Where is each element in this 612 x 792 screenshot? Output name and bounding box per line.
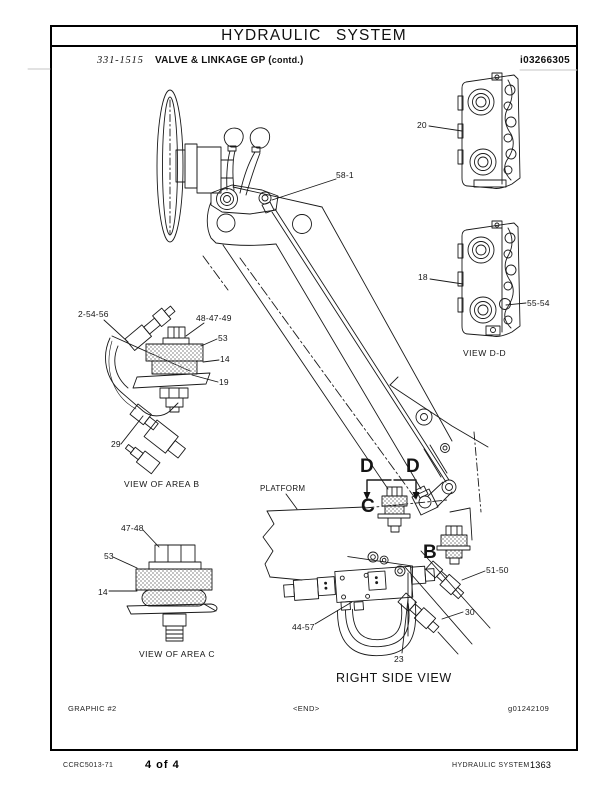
footer-page-number: 1363 bbox=[530, 760, 552, 770]
callout-20: 20 bbox=[417, 120, 427, 130]
callout-2-54-56: 2-54-56 bbox=[78, 309, 109, 319]
callout-23: 23 bbox=[394, 654, 404, 664]
console-structure bbox=[202, 186, 453, 499]
section-letter-d-right: D bbox=[406, 456, 420, 477]
detail-view-area-c bbox=[126, 544, 218, 642]
footer-section: HYDRAULIC SYSTEM bbox=[452, 762, 530, 769]
callout-44-57: 44-57 bbox=[292, 622, 315, 632]
leader-lines bbox=[103, 125, 527, 654]
callout-30: 30 bbox=[465, 607, 475, 617]
callout-48-47-49: 48-47-49 bbox=[196, 313, 232, 323]
footer-page-info: 4 of 4 bbox=[145, 759, 180, 771]
group-title-close: ) bbox=[300, 55, 304, 66]
callout-53-area-b: 53 bbox=[218, 333, 228, 343]
washer-stack-c bbox=[377, 486, 411, 533]
bell-crank bbox=[411, 481, 453, 516]
section-markers-dd bbox=[363, 479, 420, 500]
section-letter-d-left: D bbox=[360, 456, 374, 477]
callout-19: 19 bbox=[219, 377, 229, 387]
control-rod bbox=[261, 201, 457, 495]
caption-view-d-d: VIEW D-D bbox=[463, 348, 507, 358]
header-bar: HYDRAULIC SYSTEM bbox=[52, 27, 576, 47]
detail-view-area-b bbox=[105, 305, 211, 475]
section-number: 331-1515 bbox=[97, 55, 144, 66]
callout-51-50: 51-50 bbox=[486, 565, 509, 575]
loader-tower bbox=[389, 376, 489, 541]
footer-doc-code: CCRC5013-71 bbox=[63, 762, 114, 769]
boom-bolts bbox=[367, 551, 406, 577]
page-frame: HYDRAULIC SYSTEM bbox=[50, 25, 578, 751]
area-letter-c: C bbox=[361, 496, 375, 517]
caption-right-side-view: RIGHT SIDE VIEW bbox=[336, 671, 452, 685]
valve-block-20 bbox=[457, 72, 521, 189]
callout-18: 18 bbox=[418, 272, 428, 282]
label-platform: PLATFORM bbox=[260, 484, 306, 493]
callout-58-1: 58-1 bbox=[336, 170, 354, 180]
callout-29: 29 bbox=[111, 439, 121, 449]
fitting-30 bbox=[397, 592, 440, 634]
caption-view-area-b: VIEW OF AREA B bbox=[124, 479, 200, 489]
callout-14-area-c: 14 bbox=[98, 587, 108, 597]
page-title: HYDRAULIC SYSTEM bbox=[221, 27, 407, 44]
steering-wheel bbox=[156, 89, 234, 243]
callout-55-54: 55-54 bbox=[527, 298, 550, 308]
valve-assembly bbox=[283, 555, 436, 657]
valve-block-18 bbox=[457, 220, 521, 337]
gray-guide-marks bbox=[27, 68, 578, 71]
caption-view-area-c: VIEW OF AREA C bbox=[139, 649, 215, 659]
figure-graphic-id: g01242109 bbox=[508, 704, 550, 713]
group-title: VALVE & LINKAGE GP (contd.) bbox=[155, 55, 304, 66]
figure-graphic-number: GRAPHIC #2 bbox=[68, 704, 117, 713]
callout-14-area-b: 14 bbox=[220, 354, 230, 364]
group-title-main: VALVE & LINKAGE GP ( bbox=[155, 55, 272, 66]
washer-stack-b bbox=[436, 525, 471, 565]
callout-53-area-c: 53 bbox=[104, 551, 114, 561]
figure-end-marker: <END> bbox=[293, 704, 320, 713]
group-title-contd: contd. bbox=[271, 55, 300, 65]
fitting-51-50 bbox=[425, 560, 465, 600]
callout-47-48: 47-48 bbox=[121, 523, 144, 533]
doc-id: i03266305 bbox=[520, 55, 570, 66]
area-letter-b: B bbox=[423, 542, 437, 563]
